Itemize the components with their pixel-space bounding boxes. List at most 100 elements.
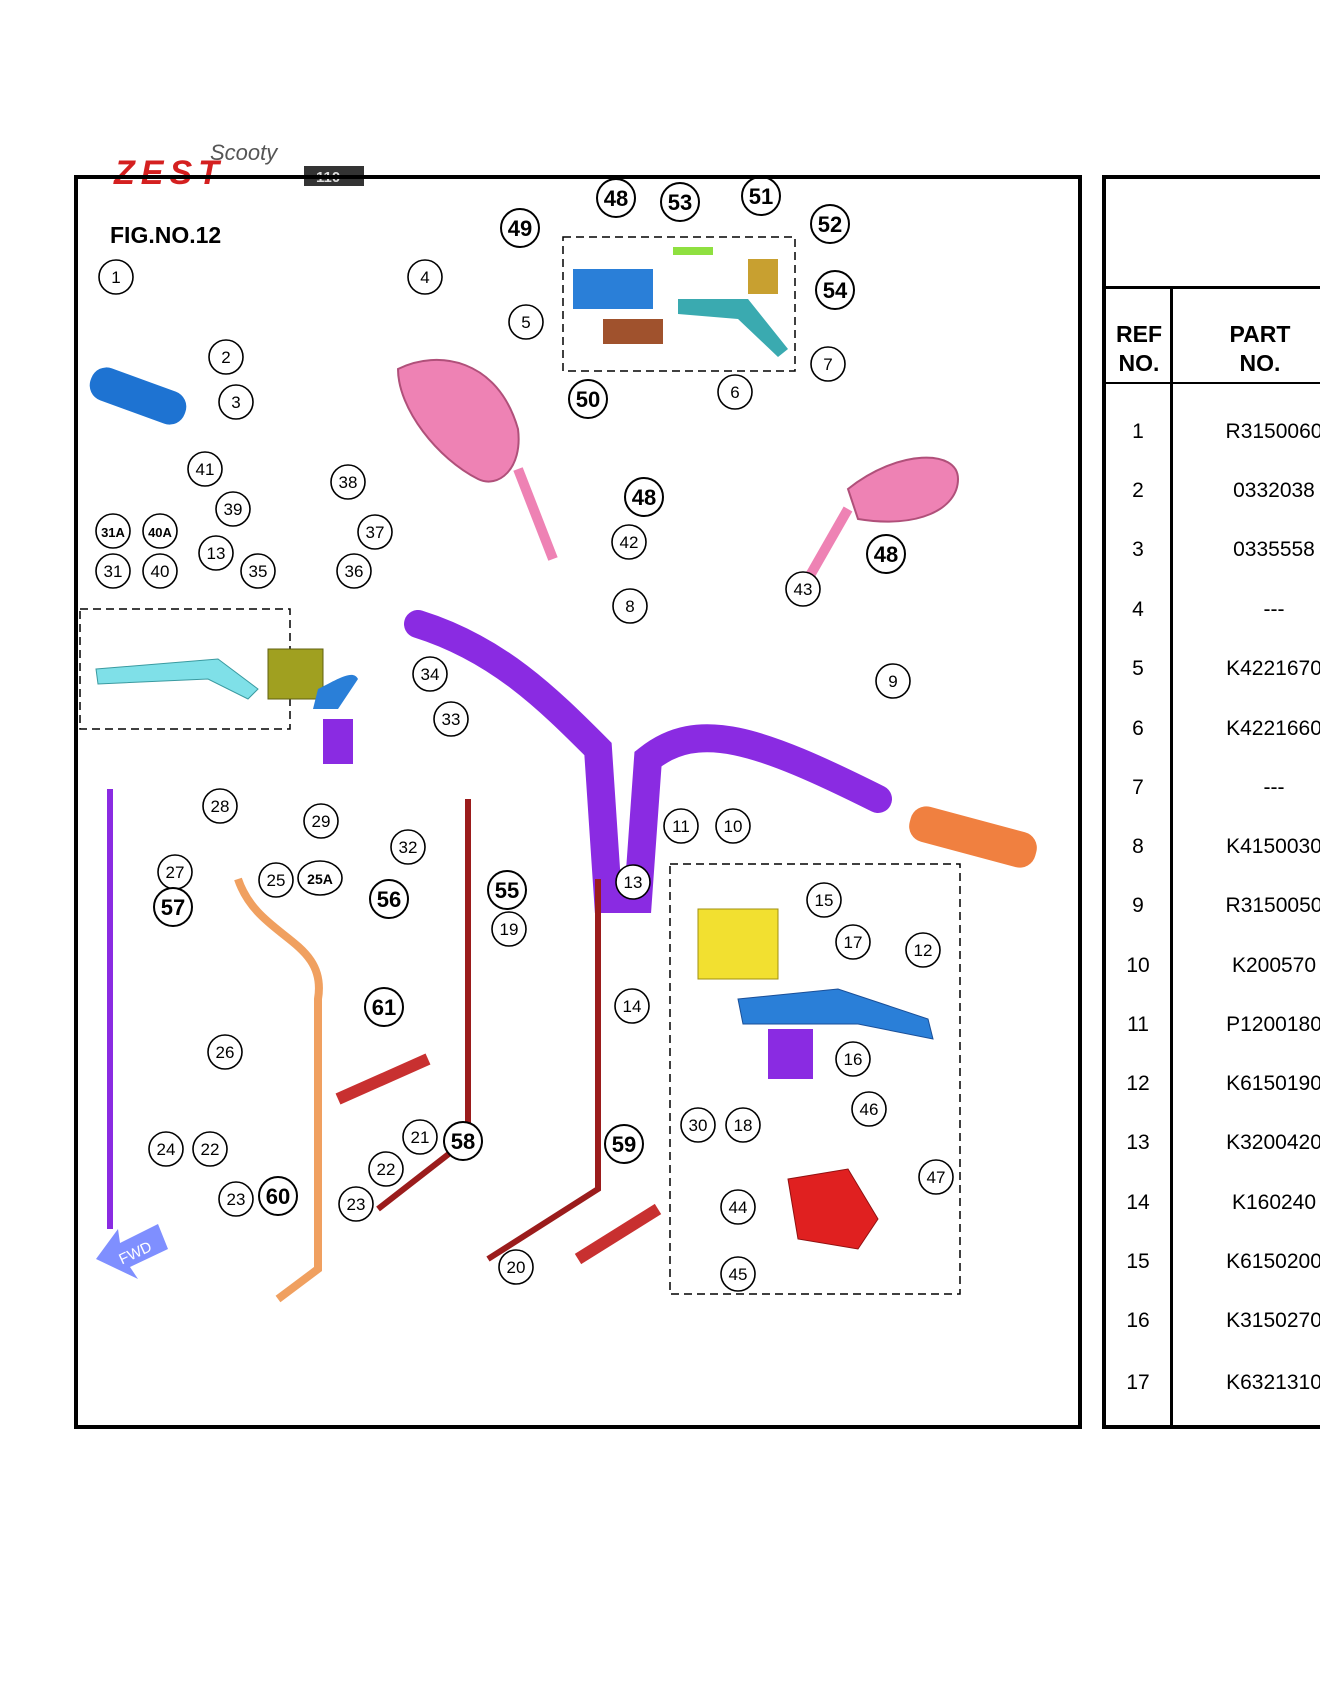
callout-11: 11 <box>663 808 699 844</box>
logo-brand: ZEST <box>113 154 225 190</box>
speedo-cable <box>234 877 323 1303</box>
callout-12: 12 <box>905 932 941 968</box>
callout-46: 46 <box>851 1091 887 1127</box>
svg-text:6: 6 <box>730 383 739 402</box>
svg-text:48: 48 <box>604 186 628 211</box>
callout-43: 43 <box>785 571 821 607</box>
callout-4: 4 <box>407 259 443 295</box>
callout-50: 50 <box>568 379 608 419</box>
svg-text:31A: 31A <box>101 525 125 540</box>
fwd-arrow-icon: FWD <box>96 1224 168 1279</box>
pin-53 <box>673 247 713 255</box>
svg-text:23: 23 <box>347 1195 366 1214</box>
svg-text:26: 26 <box>216 1043 235 1062</box>
svg-text:8: 8 <box>625 597 634 616</box>
callout-48a: 48 <box>596 179 636 218</box>
callout-8: 8 <box>612 588 648 624</box>
svg-text:61: 61 <box>372 995 396 1020</box>
horn-button <box>323 719 353 764</box>
svg-text:3: 3 <box>231 393 240 412</box>
callout-23b: 23 <box>338 1186 374 1222</box>
right-lever-box <box>669 863 961 1295</box>
svg-text:7: 7 <box>823 355 832 374</box>
callout-31: 31 <box>95 553 131 589</box>
callout-32: 32 <box>390 829 426 865</box>
callout-22a: 22 <box>192 1131 228 1167</box>
callout-33: 33 <box>433 701 469 737</box>
svg-text:52: 52 <box>818 212 842 237</box>
callout-20: 20 <box>498 1249 534 1285</box>
cable-sleeve-61 <box>335 1053 431 1105</box>
callout-35: 35 <box>240 553 276 589</box>
svg-text:36: 36 <box>345 562 364 581</box>
svg-text:49: 49 <box>508 216 532 241</box>
svg-text:44: 44 <box>729 1198 748 1217</box>
svg-text:53: 53 <box>668 190 692 215</box>
right-mirror <box>846 456 960 523</box>
svg-text:4: 4 <box>420 268 429 287</box>
callout-21: 21 <box>402 1119 438 1155</box>
svg-text:15: 15 <box>815 891 834 910</box>
bracket-50 <box>603 319 663 344</box>
callout-27: 27 <box>157 854 193 890</box>
svg-text:48: 48 <box>632 485 656 510</box>
callout-60: 60 <box>258 1176 298 1216</box>
svg-text:38: 38 <box>339 473 358 492</box>
svg-text:21: 21 <box>411 1128 430 1147</box>
callout-6: 6 <box>717 374 753 410</box>
callout-42: 42 <box>611 524 647 560</box>
callout-49: 49 <box>500 208 540 248</box>
callout-48c: 48 <box>866 534 906 574</box>
svg-text:29: 29 <box>312 812 331 831</box>
callout-56: 56 <box>369 879 409 919</box>
svg-text:47: 47 <box>927 1168 946 1187</box>
callout-29: 29 <box>303 803 339 839</box>
callout-1: 1 <box>98 259 134 295</box>
svg-text:20: 20 <box>507 1258 526 1277</box>
callout-14: 14 <box>614 988 650 1024</box>
svg-text:22: 22 <box>377 1160 396 1179</box>
svg-text:18: 18 <box>734 1116 753 1135</box>
callout-10: 10 <box>715 808 751 844</box>
callout-51: 51 <box>741 179 781 216</box>
callout-39: 39 <box>215 491 251 527</box>
callout-40: 40 <box>142 553 178 589</box>
callout-13a: 13 <box>198 535 234 571</box>
callout-53: 53 <box>660 182 700 222</box>
right-switch-red <box>787 1168 879 1250</box>
callout-36: 36 <box>336 553 372 589</box>
callout-18: 18 <box>725 1107 761 1143</box>
callout-25: 25 <box>258 862 294 898</box>
svg-text:60: 60 <box>266 1184 290 1209</box>
callout-55: 55 <box>487 870 527 910</box>
svg-text:58: 58 <box>451 1129 475 1154</box>
callout-2: 2 <box>208 339 244 375</box>
left-switch-cover <box>313 674 358 709</box>
svg-text:25: 25 <box>267 871 286 890</box>
callout-25A: 25A <box>297 860 343 896</box>
left-switch-housing <box>267 648 324 700</box>
svg-text:22: 22 <box>201 1140 220 1159</box>
callout-circles: 1 2 3 4 5 6 7 8 9 10 11 12 13 13 14 15 1… <box>95 259 954 1292</box>
right-brake-lever <box>737 988 934 1040</box>
callout-58: 58 <box>443 1121 483 1161</box>
callout-28: 28 <box>202 788 238 824</box>
callout-16: 16 <box>835 1041 871 1077</box>
callout-5: 5 <box>508 304 544 340</box>
svg-text:27: 27 <box>166 863 185 882</box>
svg-text:2: 2 <box>221 348 230 367</box>
callout-48b: 48 <box>624 477 664 517</box>
callout-45: 45 <box>720 1256 756 1292</box>
svg-text:32: 32 <box>399 838 418 857</box>
